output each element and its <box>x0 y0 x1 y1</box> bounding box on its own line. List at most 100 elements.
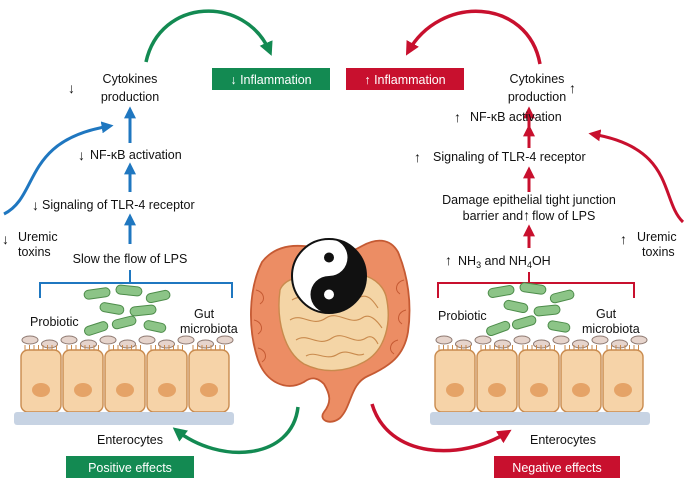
mucus-blob <box>513 335 531 345</box>
left-basement-membrane <box>14 412 234 425</box>
mucus-blob <box>41 339 58 349</box>
right-uremic-line2: toxins <box>642 245 675 259</box>
cell-nucleus <box>614 383 632 397</box>
cell-nucleus <box>446 383 464 397</box>
left-inflammation-label: ↓ Inflammation <box>230 73 311 87</box>
mucus-blob <box>177 335 195 345</box>
left-microvilli <box>21 335 234 349</box>
enterocyte-cell <box>146 349 188 413</box>
left-lps-label: Slow the flow of LPS <box>73 252 188 266</box>
bacterium <box>533 304 561 317</box>
right-inflammation-box <box>346 68 464 90</box>
left-uremic-curve-arrow <box>3 121 114 216</box>
positive-effects-label: Positive effects <box>88 461 172 475</box>
bottom-positive-curve-arrow <box>172 406 300 455</box>
left-inflammation-box <box>212 68 330 90</box>
right-basement-membrane <box>430 412 650 425</box>
negative-effects-label: Negative effects <box>512 461 601 475</box>
left-enterocytes-label: Enterocytes <box>97 433 163 447</box>
mucus-blob <box>572 339 589 349</box>
mucus-blob <box>21 335 39 345</box>
mucus-blob <box>455 339 472 349</box>
right-nfkb-arrow: ↑ <box>454 109 461 125</box>
bacterium <box>145 289 171 304</box>
cell-nucleus <box>200 383 218 397</box>
mucus-blob <box>630 335 648 345</box>
bottom-negative-curve-arrow <box>370 403 512 453</box>
right-enterocyte-cells <box>434 345 644 413</box>
right-uremic-arrow: ↑ <box>620 231 627 247</box>
right-uremic-curve-arrow <box>588 129 685 224</box>
cell-nucleus <box>74 383 92 397</box>
cell-nucleus <box>158 383 176 397</box>
right-inflammation-label: ↑ Inflammation <box>364 73 445 87</box>
right-probiotic-label: Probiotic <box>438 309 487 323</box>
mucus-blob <box>474 335 492 345</box>
bacterium <box>486 320 511 337</box>
right-bracket <box>437 282 635 298</box>
left-cytokines-line1: Cytokines <box>103 72 158 86</box>
cell-nucleus <box>572 383 590 397</box>
right-damage-line2: barrier and↑flow of LPS <box>463 207 596 223</box>
left-uremic-line2: toxins <box>18 245 51 259</box>
right-tlr-label: Signaling of TLR-4 receptor <box>433 150 586 164</box>
bacterium <box>111 315 137 330</box>
left-bacteria-group <box>83 284 171 336</box>
mucus-blob <box>435 335 453 345</box>
top-negative-curve-arrow <box>405 9 542 65</box>
left-uremic-line1: Uremic <box>18 230 58 244</box>
left-tlr-label: Signaling of TLR-4 receptor <box>42 198 195 212</box>
cell-nucleus <box>116 383 134 397</box>
bacterium <box>519 282 547 295</box>
left-gut-line2: microbiota <box>180 322 238 336</box>
left-enterocyte-cells <box>20 345 230 413</box>
right-uremic-line1: Uremic <box>637 230 677 244</box>
bacterium <box>115 284 143 297</box>
mucus-blob <box>591 335 609 345</box>
right-nfkb-label: NF-κB activation <box>470 110 562 124</box>
bacterium <box>143 320 167 333</box>
cell-nucleus <box>530 383 548 397</box>
left-cytokines-arrow: ↓ <box>68 80 75 96</box>
mucus-blob <box>216 335 234 345</box>
left-cytokines-line2: production <box>101 90 159 104</box>
left-uremic-arrow: ↓ <box>2 231 9 247</box>
top-positive-curve-arrow <box>144 9 273 63</box>
cell-nucleus <box>32 383 50 397</box>
positive-effects-box <box>66 456 194 478</box>
left-gut-line1: Gut <box>194 307 215 321</box>
cell-nucleus <box>488 383 506 397</box>
right-tlr-arrow: ↑ <box>414 149 421 165</box>
mucus-blob <box>99 335 117 345</box>
left-bracket <box>39 282 233 298</box>
right-cytokines-arrow: ↑ <box>569 80 576 96</box>
enterocyte-cell <box>188 349 230 413</box>
right-cytokines-line2: production <box>508 90 566 104</box>
enterocyte-cell <box>104 349 146 413</box>
right-bacteria-group <box>486 282 575 337</box>
bacterium <box>487 285 515 298</box>
negative-effects-box <box>494 456 620 478</box>
enterocyte-cell <box>434 349 476 413</box>
bacterium <box>129 304 157 317</box>
bacterium <box>547 320 571 333</box>
left-tlr-arrow: ↓ <box>32 197 39 213</box>
bacterium <box>99 302 125 315</box>
mucus-blob <box>158 339 175 349</box>
enterocyte-cell <box>560 349 602 413</box>
right-enterocytes-label: Enterocytes <box>530 433 596 447</box>
right-nh-label: ↑NH3 and NH4OH <box>445 252 551 270</box>
enterocyte-cell <box>518 349 560 413</box>
enterocyte-cell <box>20 349 62 413</box>
bacterium <box>549 289 575 304</box>
bacterium <box>503 299 529 314</box>
right-gut-line1: Gut <box>596 307 617 321</box>
yin-yang-icon <box>291 238 367 314</box>
left-nfkb-arrow: ↓ <box>78 147 85 163</box>
right-damage-line1: Damage epithelial tight junction <box>442 193 616 207</box>
enterocyte-cell <box>476 349 518 413</box>
left-nfkb-label: NF-κB activation <box>90 148 182 162</box>
mucus-blob <box>552 335 570 345</box>
bacterium <box>83 287 111 300</box>
